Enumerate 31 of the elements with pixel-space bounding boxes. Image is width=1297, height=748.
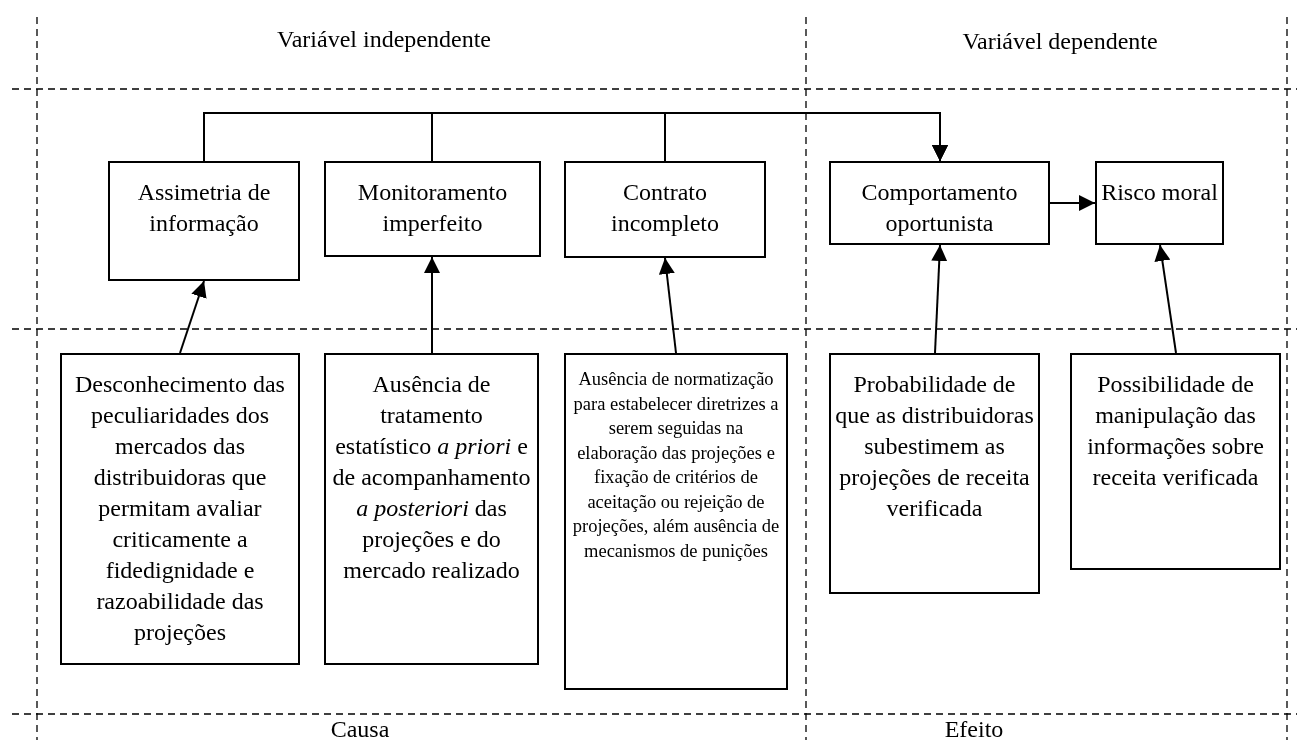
box-text: Risco moral bbox=[1101, 178, 1218, 207]
process-box bbox=[324, 161, 541, 257]
arrow bbox=[1049, 195, 1096, 211]
arrow bbox=[664, 112, 948, 162]
process-box bbox=[564, 161, 766, 258]
arrow bbox=[931, 244, 948, 354]
section-label: Variável independente bbox=[277, 26, 491, 53]
box-text: Possibilidade de manipulação das informações sobre receita verificada bbox=[1086, 370, 1265, 492]
process-box bbox=[1070, 353, 1281, 570]
process-box bbox=[108, 161, 300, 281]
box-text: Desconhecimento das peculiaridades dos mercados das distribuidoras que permitam avaliar criticamente a fidedignidade e razoabilidade das projeções bbox=[74, 370, 286, 647]
box-text: Monitoramento imperfeito bbox=[356, 178, 509, 238]
arrow bbox=[179, 280, 207, 354]
process-box bbox=[829, 353, 1040, 594]
box-text: Probabilidade de que as distribuidoras subestimem as projeções de receita verificada bbox=[835, 370, 1034, 523]
process-box bbox=[60, 353, 300, 665]
process-box bbox=[324, 353, 539, 665]
box-text: Comportamento oportunista bbox=[860, 178, 1019, 238]
section-label: Causa bbox=[330, 716, 390, 743]
box-text: Assimetria de informação bbox=[136, 178, 272, 238]
section-label: Variável dependente bbox=[962, 28, 1158, 55]
arrow bbox=[658, 257, 677, 354]
process-box bbox=[1095, 161, 1224, 245]
arrow bbox=[424, 256, 440, 354]
process-box bbox=[829, 161, 1050, 245]
box-text: Ausência de tratamento estatístico a priori e de acompanhamento a posteriori das projeções e do mercado realizado bbox=[331, 370, 532, 585]
section-label: Efeito bbox=[944, 716, 1004, 743]
box-text: Ausência de normatização para estabelecer diretrizes a serem seguidas na elaboração das projeções e fixação de critérios de aceitação ou rejeição de projeções, além ausência de mecanismos de punições bbox=[571, 368, 781, 563]
box-text: Contrato incompleto bbox=[610, 178, 720, 238]
process-box bbox=[564, 353, 788, 690]
arrow bbox=[1154, 244, 1177, 354]
